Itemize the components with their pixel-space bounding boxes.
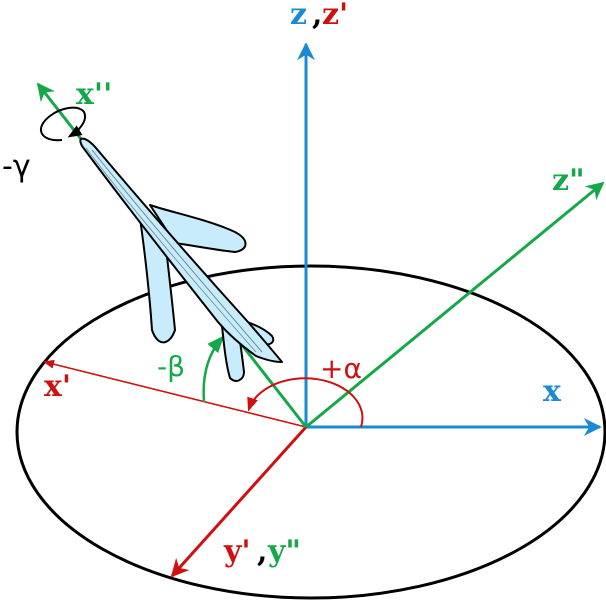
label-x-double-prime: x''	[76, 77, 112, 112]
gamma-rotation-indicator	[39, 106, 86, 142]
horizontal-plane-ellipse	[15, 264, 606, 600]
y-prime-axis-arrow	[170, 425, 308, 578]
label-alpha: +α	[320, 352, 362, 385]
label-x: x	[543, 374, 562, 409]
label-y-double-prime: y"	[267, 534, 301, 569]
x-prime-axis-arrow	[42, 359, 307, 428]
label-z-double-prime: z"	[552, 163, 585, 198]
airplane-icon	[79, 137, 283, 382]
beta-angle-arc	[202, 335, 225, 403]
label-z-sep: ,	[312, 0, 322, 32]
label-y-sep: ,	[257, 534, 267, 569]
z-double-prime-axis-arrow	[305, 181, 605, 429]
label-y-prime: y'	[223, 534, 251, 569]
label-gamma: -γ	[2, 149, 31, 184]
alpha-angle-arc	[247, 377, 364, 428]
label-z: z	[290, 0, 307, 32]
label-x-prime: x'	[44, 369, 71, 404]
label-z-prime: z'	[322, 0, 348, 32]
label-beta: -β	[157, 350, 185, 383]
